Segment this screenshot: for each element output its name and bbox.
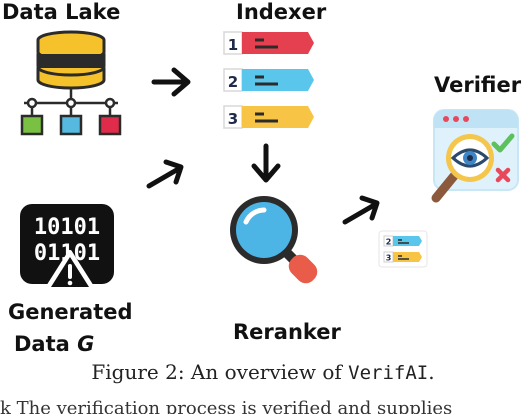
- data-g-var: G: [77, 332, 95, 356]
- generated-label: Generated: [8, 300, 133, 324]
- generated-data-icon: 10101 01101: [20, 204, 114, 292]
- indexer-row-1: 1: [223, 31, 314, 55]
- cut-off-body-text: k The verification process is verified a…: [0, 398, 453, 414]
- indexer-label: Indexer: [236, 0, 327, 24]
- blue-node-icon: [59, 114, 83, 136]
- verifier-icon: [431, 109, 519, 203]
- arrow-down-icon: [251, 143, 281, 183]
- indexer-row-2: 2: [223, 68, 314, 92]
- reranked-num-2: 3: [386, 254, 392, 263]
- indexer-list-icon: 1 2 3: [223, 31, 314, 129]
- reranked-row-1: 2: [383, 235, 422, 247]
- figure-caption: Figure 2: An overview of VerifAI.: [0, 360, 526, 384]
- red-node-icon: [98, 114, 122, 136]
- reranked-row-2: 3: [383, 251, 422, 263]
- verifier-label: Verifier: [434, 73, 522, 97]
- reranker-label: Reranker: [233, 320, 341, 344]
- caption-suffix: .: [428, 360, 435, 384]
- indexer-num-3: 3: [228, 110, 238, 128]
- check-icon: [491, 133, 515, 153]
- data-lake-icon: [20, 30, 122, 136]
- data-g-label: Data G: [14, 332, 94, 356]
- green-node-icon: [20, 114, 44, 136]
- reranker-magnifier-icon: [230, 196, 318, 284]
- indexer-row-3: 3: [223, 105, 314, 129]
- indexer-num-2: 2: [228, 73, 238, 91]
- cross-icon: [495, 167, 511, 183]
- caption-system-name: VerifAI: [348, 362, 429, 384]
- data-g-prefix: Data: [14, 332, 78, 356]
- arrow-up-right-icon: [146, 159, 184, 189]
- reranked-list-icon: 2 3: [378, 230, 428, 268]
- arrow-right-icon: [151, 67, 191, 97]
- arrow-to-verifier-icon: [342, 195, 380, 225]
- indexer-num-1: 1: [228, 36, 238, 54]
- data-lake-label: Data Lake: [2, 0, 121, 24]
- reranked-num-1: 2: [386, 238, 392, 247]
- binary-row-1: 10101: [34, 215, 100, 240]
- caption-prefix: Figure 2: An overview of: [91, 360, 349, 384]
